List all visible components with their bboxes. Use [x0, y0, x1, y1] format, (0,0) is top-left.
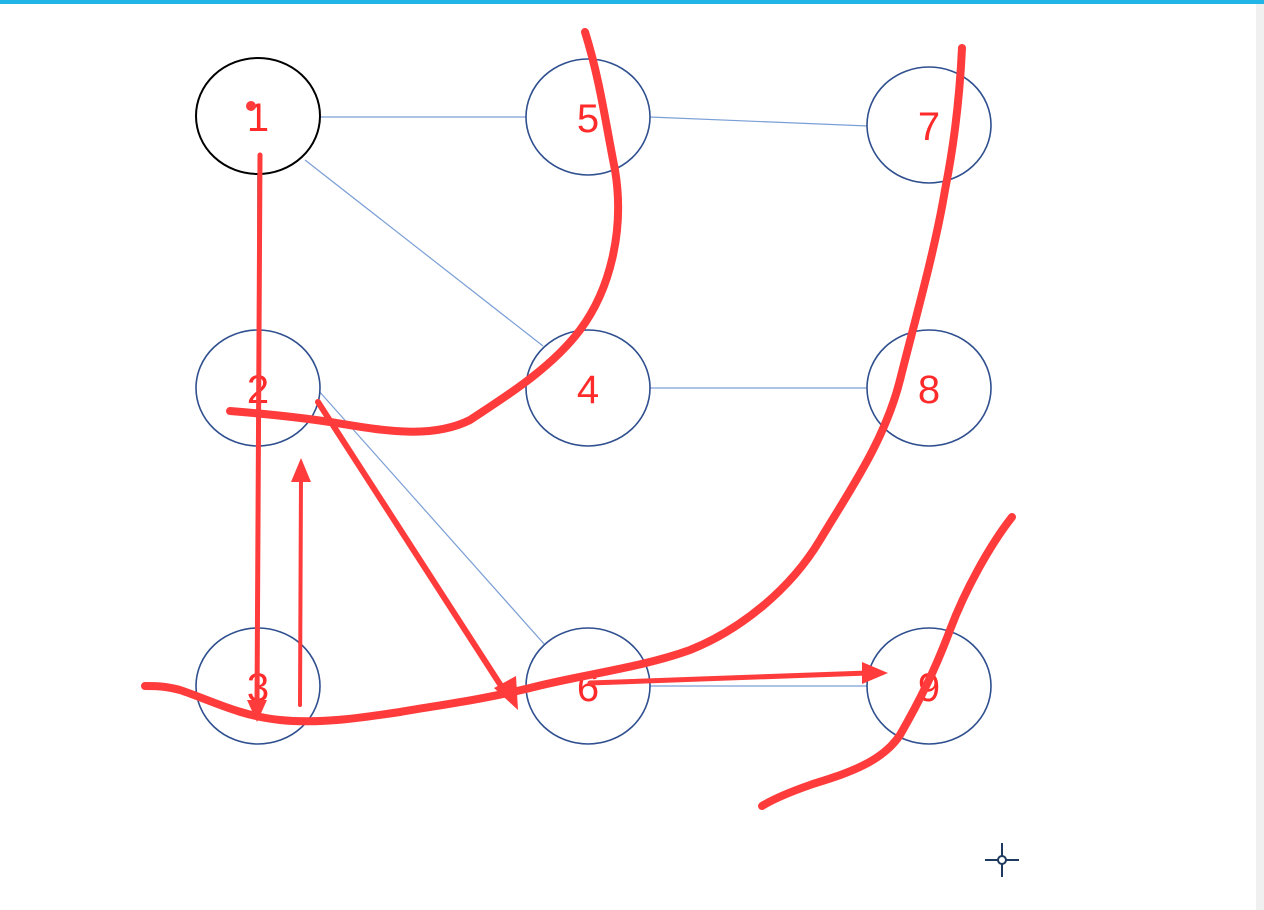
annotation-arrow-6-to-9: [587, 670, 871, 686]
edge-1-4: [304, 159, 544, 347]
arrowhead-diagonal: [494, 676, 518, 710]
node-8[interactable]: 8: [866, 329, 992, 447]
annotation-arrow-3-to-2: [298, 473, 303, 707]
arrowhead-down: [247, 700, 267, 722]
annotation-stroke-9: [758, 513, 1016, 810]
node-4[interactable]: 4: [525, 329, 651, 447]
arrowhead-right: [862, 662, 888, 684]
edge-5-7: [649, 116, 869, 127]
node-label: 7: [918, 105, 940, 149]
scrollbar-track[interactable]: [1256, 4, 1264, 910]
node-5[interactable]: 5: [525, 58, 651, 176]
node-label: 5: [577, 97, 599, 141]
annotation-dot: [246, 101, 256, 111]
freehand-annotations: [141, 28, 1016, 810]
crosshair-move-icon: [985, 843, 1019, 877]
annotation-arrow-2-to-6: [315, 399, 508, 695]
node-label: 4: [577, 368, 599, 412]
annotation-stroke-7-sweep: [141, 44, 966, 726]
edges: [257, 116, 869, 687]
annotation-arrow-1-to-3: [254, 152, 263, 708]
arrowhead-up: [291, 458, 311, 482]
accent-top-bar: [0, 0, 1264, 4]
node-7[interactable]: 7: [866, 66, 992, 184]
edge-2-6: [317, 389, 546, 646]
node-label: 8: [918, 368, 940, 412]
